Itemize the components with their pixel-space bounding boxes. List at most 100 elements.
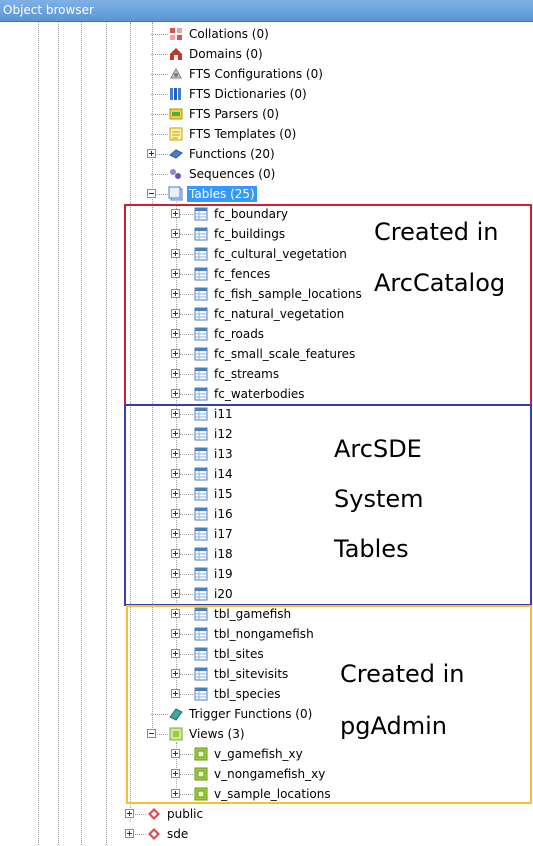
tree-connector-dot bbox=[129, 814, 146, 815]
tree-connector-dot bbox=[175, 634, 193, 635]
table-row-i20[interactable]: i20 bbox=[0, 584, 533, 604]
table-row-i12[interactable]: i12 bbox=[0, 424, 533, 444]
table-row-fc_cultural_vegetation[interactable]: fc_cultural_vegetation bbox=[0, 244, 533, 264]
expand-icon[interactable] bbox=[171, 569, 180, 578]
schema-row-sde[interactable]: sde bbox=[0, 824, 533, 844]
tree-item-fts-dictionaries[interactable]: FTS Dictionaries (0) bbox=[0, 84, 533, 104]
arccatalog-annotation-line-1: Created in bbox=[374, 218, 499, 246]
expand-icon[interactable] bbox=[125, 809, 134, 818]
table-icon bbox=[193, 486, 209, 502]
tree-connector-dot bbox=[175, 314, 193, 315]
expand-icon[interactable] bbox=[171, 649, 180, 658]
tree-connector-dot bbox=[151, 114, 168, 115]
tree-item-domains[interactable]: Domains (0) bbox=[0, 44, 533, 64]
tree-item-collations[interactable]: Collations (0) bbox=[0, 24, 533, 44]
expand-icon[interactable] bbox=[125, 829, 134, 838]
table-row-fc_streams[interactable]: fc_streams bbox=[0, 364, 533, 384]
expand-icon[interactable] bbox=[171, 389, 180, 398]
table-row-i17[interactable]: i17 bbox=[0, 524, 533, 544]
table-row-tbl_sites[interactable]: tbl_sites bbox=[0, 644, 533, 664]
tree-item-functions[interactable]: Functions (20) bbox=[0, 144, 533, 164]
expand-icon[interactable] bbox=[171, 329, 180, 338]
expand-icon[interactable] bbox=[171, 449, 180, 458]
expand-icon[interactable] bbox=[171, 749, 180, 758]
table-row-i15[interactable]: i15 bbox=[0, 484, 533, 504]
table-row-fc_roads[interactable]: fc_roads bbox=[0, 324, 533, 344]
tree-item-sequences[interactable]: Sequences (0) bbox=[0, 164, 533, 184]
tree-item-fts-configurations[interactable]: FTS Configurations (0) bbox=[0, 64, 533, 84]
tree-item-trigger-functions[interactable]: Trigger Functions (0) bbox=[0, 704, 533, 724]
table-row-fc_buildings[interactable]: fc_buildings bbox=[0, 224, 533, 244]
table-row-tbl_gamefish[interactable]: tbl_gamefish bbox=[0, 604, 533, 624]
trigger-functions-icon bbox=[168, 706, 184, 722]
expand-icon[interactable] bbox=[171, 549, 180, 558]
tree-item-label: fc_buildings bbox=[214, 227, 286, 241]
tree-connector-line bbox=[176, 202, 177, 695]
tree-item-views[interactable]: Views (3) bbox=[0, 724, 533, 744]
expand-icon[interactable] bbox=[171, 589, 180, 598]
expand-icon[interactable] bbox=[171, 509, 180, 518]
table-row-i14[interactable]: i14 bbox=[0, 464, 533, 484]
tree-connector-dot bbox=[175, 234, 193, 235]
tree-connector-dot bbox=[175, 614, 193, 615]
table-row-tbl_species[interactable]: tbl_species bbox=[0, 684, 533, 704]
arcsde-annotation-box bbox=[124, 404, 532, 606]
expand-icon[interactable] bbox=[171, 209, 180, 218]
collapse-icon[interactable] bbox=[147, 729, 156, 738]
table-row-tbl_nongamefish[interactable]: tbl_nongamefish bbox=[0, 624, 533, 644]
expand-icon[interactable] bbox=[171, 369, 180, 378]
expand-icon[interactable] bbox=[171, 429, 180, 438]
tables-icon bbox=[168, 186, 184, 202]
table-row-fc_fish_sample_locations[interactable]: fc_fish_sample_locations bbox=[0, 284, 533, 304]
table-row-fc_fences[interactable]: fc_fences bbox=[0, 264, 533, 284]
tree-item-label: fc_roads bbox=[214, 327, 265, 341]
expand-icon[interactable] bbox=[147, 149, 156, 158]
tree-connector-dot bbox=[175, 514, 193, 515]
expand-icon[interactable] bbox=[171, 229, 180, 238]
table-row-i13[interactable]: i13 bbox=[0, 444, 533, 464]
tree-connector-dot bbox=[175, 654, 193, 655]
expand-icon[interactable] bbox=[171, 769, 180, 778]
table-row-fc_boundary[interactable]: fc_boundary bbox=[0, 204, 533, 224]
expand-icon[interactable] bbox=[171, 269, 180, 278]
collapse-icon[interactable] bbox=[147, 189, 156, 198]
tree-item-label: Functions (20) bbox=[189, 147, 275, 161]
tree-item-tables[interactable]: Tables (25) bbox=[0, 184, 533, 204]
fts-configurations-icon bbox=[168, 66, 184, 82]
expand-icon[interactable] bbox=[171, 249, 180, 258]
table-icon bbox=[193, 506, 209, 522]
tree-item-label: Views (3) bbox=[189, 727, 245, 741]
table-row-i18[interactable]: i18 bbox=[0, 544, 533, 564]
table-row-tbl_sitevisits[interactable]: tbl_sitevisits bbox=[0, 664, 533, 684]
expand-icon[interactable] bbox=[171, 629, 180, 638]
arccatalog-annotation-line-2: ArcCatalog bbox=[374, 269, 506, 297]
expand-icon[interactable] bbox=[171, 289, 180, 298]
expand-icon[interactable] bbox=[171, 609, 180, 618]
view-row-v_gamefish_xy[interactable]: v_gamefish_xy bbox=[0, 744, 533, 764]
view-row-v_sample_locations[interactable]: v_sample_locations bbox=[0, 784, 533, 804]
tree-item-fts-parsers[interactable]: FTS Parsers (0) bbox=[0, 104, 533, 124]
object-browser-tree[interactable]: Collations (0)Domains (0)FTS Configurati… bbox=[0, 22, 533, 845]
table-row-i19[interactable]: i19 bbox=[0, 564, 533, 584]
expand-icon[interactable] bbox=[171, 409, 180, 418]
expand-icon[interactable] bbox=[171, 789, 180, 798]
table-row-fc_small_scale_features[interactable]: fc_small_scale_features bbox=[0, 344, 533, 364]
expand-icon[interactable] bbox=[171, 309, 180, 318]
expand-icon[interactable] bbox=[171, 489, 180, 498]
expand-icon[interactable] bbox=[171, 529, 180, 538]
expand-icon[interactable] bbox=[171, 669, 180, 678]
table-row-i16[interactable]: i16 bbox=[0, 504, 533, 524]
expand-icon[interactable] bbox=[171, 689, 180, 698]
tree-connector-dot bbox=[175, 774, 193, 775]
view-row-v_nongamefish_xy[interactable]: v_nongamefish_xy bbox=[0, 764, 533, 784]
table-row-fc_waterbodies[interactable]: fc_waterbodies bbox=[0, 384, 533, 404]
expand-icon[interactable] bbox=[171, 469, 180, 478]
expand-icon[interactable] bbox=[171, 349, 180, 358]
table-icon bbox=[193, 566, 209, 582]
tree-item-fts-templates[interactable]: FTS Templates (0) bbox=[0, 124, 533, 144]
schema-row-public[interactable]: public bbox=[0, 804, 533, 824]
table-row-i11[interactable]: i11 bbox=[0, 404, 533, 424]
functions-icon bbox=[168, 146, 184, 162]
tree-connector-dot bbox=[175, 534, 193, 535]
table-row-fc_natural_vegetation[interactable]: fc_natural_vegetation bbox=[0, 304, 533, 324]
